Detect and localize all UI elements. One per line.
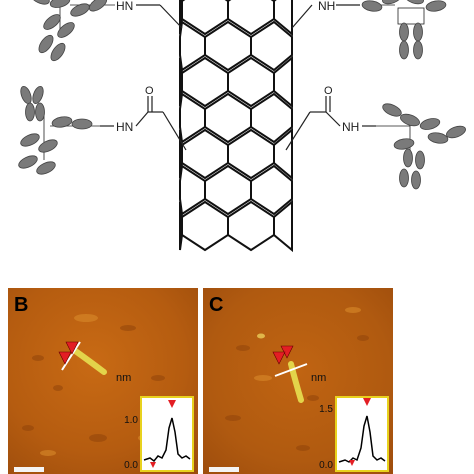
antibody-top-right	[361, 0, 447, 60]
antibody-bottom-right	[376, 103, 466, 190]
lattice-hexagon	[273, 127, 293, 181]
profile-marker-top-b	[168, 400, 176, 408]
amide-label-top-right: NH	[318, 0, 335, 13]
lattice-hexagon	[250, 92, 293, 144]
surface-speck-c	[257, 333, 265, 339]
linker-top-left	[136, 4, 183, 29]
axis-tick-bottom-c: 0.0	[319, 460, 333, 471]
axis-unit-c: nm	[311, 372, 327, 384]
afm-texture-c	[225, 335, 369, 451]
profile-line-b	[61, 341, 81, 371]
panel-letter-c: C	[209, 294, 224, 316]
lattice-hexagon	[250, 20, 293, 72]
antibody-top-left	[30, 0, 115, 62]
scale-bar-c	[209, 467, 239, 472]
profile-marker-bottom-c	[349, 460, 355, 466]
antibody-bottom-left	[18, 86, 100, 175]
hexagonal-lattice	[179, 0, 293, 253]
amide-label-bottom-left: HN	[116, 120, 133, 134]
afm-texture-b	[22, 325, 165, 442]
height-profile-trace-b	[143, 417, 191, 463]
lattice-hexagon	[273, 199, 293, 253]
nanotube-particle-c	[288, 361, 304, 403]
profile-marker-top-c	[363, 398, 371, 406]
lattice-hexagon	[273, 55, 293, 109]
axis-tick-bottom-b: 0.0	[124, 460, 138, 471]
amide-label-bottom-right: NH	[342, 120, 359, 134]
lattice-hexagon	[179, 164, 206, 216]
lattice-hexagon	[227, 0, 275, 36]
axis-tick-top-b: 1.0	[124, 415, 138, 426]
scale-bar-b	[14, 467, 44, 472]
axis-tick-top-c: 1.5	[319, 404, 333, 415]
axis-unit-b: nm	[116, 372, 132, 384]
carbonyl-o-right: O	[324, 85, 333, 97]
afm-highlights-c	[254, 307, 361, 381]
lattice-hexagon	[273, 0, 293, 37]
nanotube-antibody-schematic: HN NH HN O NH O	[18, 0, 466, 253]
afm-panel-b: B nm 1.0 0.0	[8, 288, 198, 474]
lattice-hexagon	[179, 92, 206, 144]
height-profile-inset-b	[140, 396, 194, 472]
marker-triangle-c2	[272, 351, 286, 365]
amide-label-top-left: HN	[116, 0, 133, 13]
profile-marker-bottom-b	[150, 462, 156, 468]
marker-triangle-b2	[58, 351, 72, 365]
linker-bottom-left	[100, 96, 187, 151]
afm-panel-c: C nm 1.5 0.0	[203, 288, 393, 474]
lattice-hexagon	[179, 20, 206, 72]
nanotube-particle-b	[71, 347, 107, 375]
lattice-hexagon	[250, 164, 293, 216]
profile-line-c	[274, 363, 308, 377]
panel-letter-b: B	[14, 294, 29, 316]
marker-triangle-b1	[65, 341, 79, 355]
height-profile-inset-c	[335, 396, 389, 472]
linker-top-right	[291, 4, 360, 29]
carbonyl-o-left: O	[145, 85, 154, 97]
linker-bottom-right	[285, 96, 376, 151]
height-profile-trace-c	[338, 415, 386, 463]
lattice-hexagon	[181, 0, 229, 36]
